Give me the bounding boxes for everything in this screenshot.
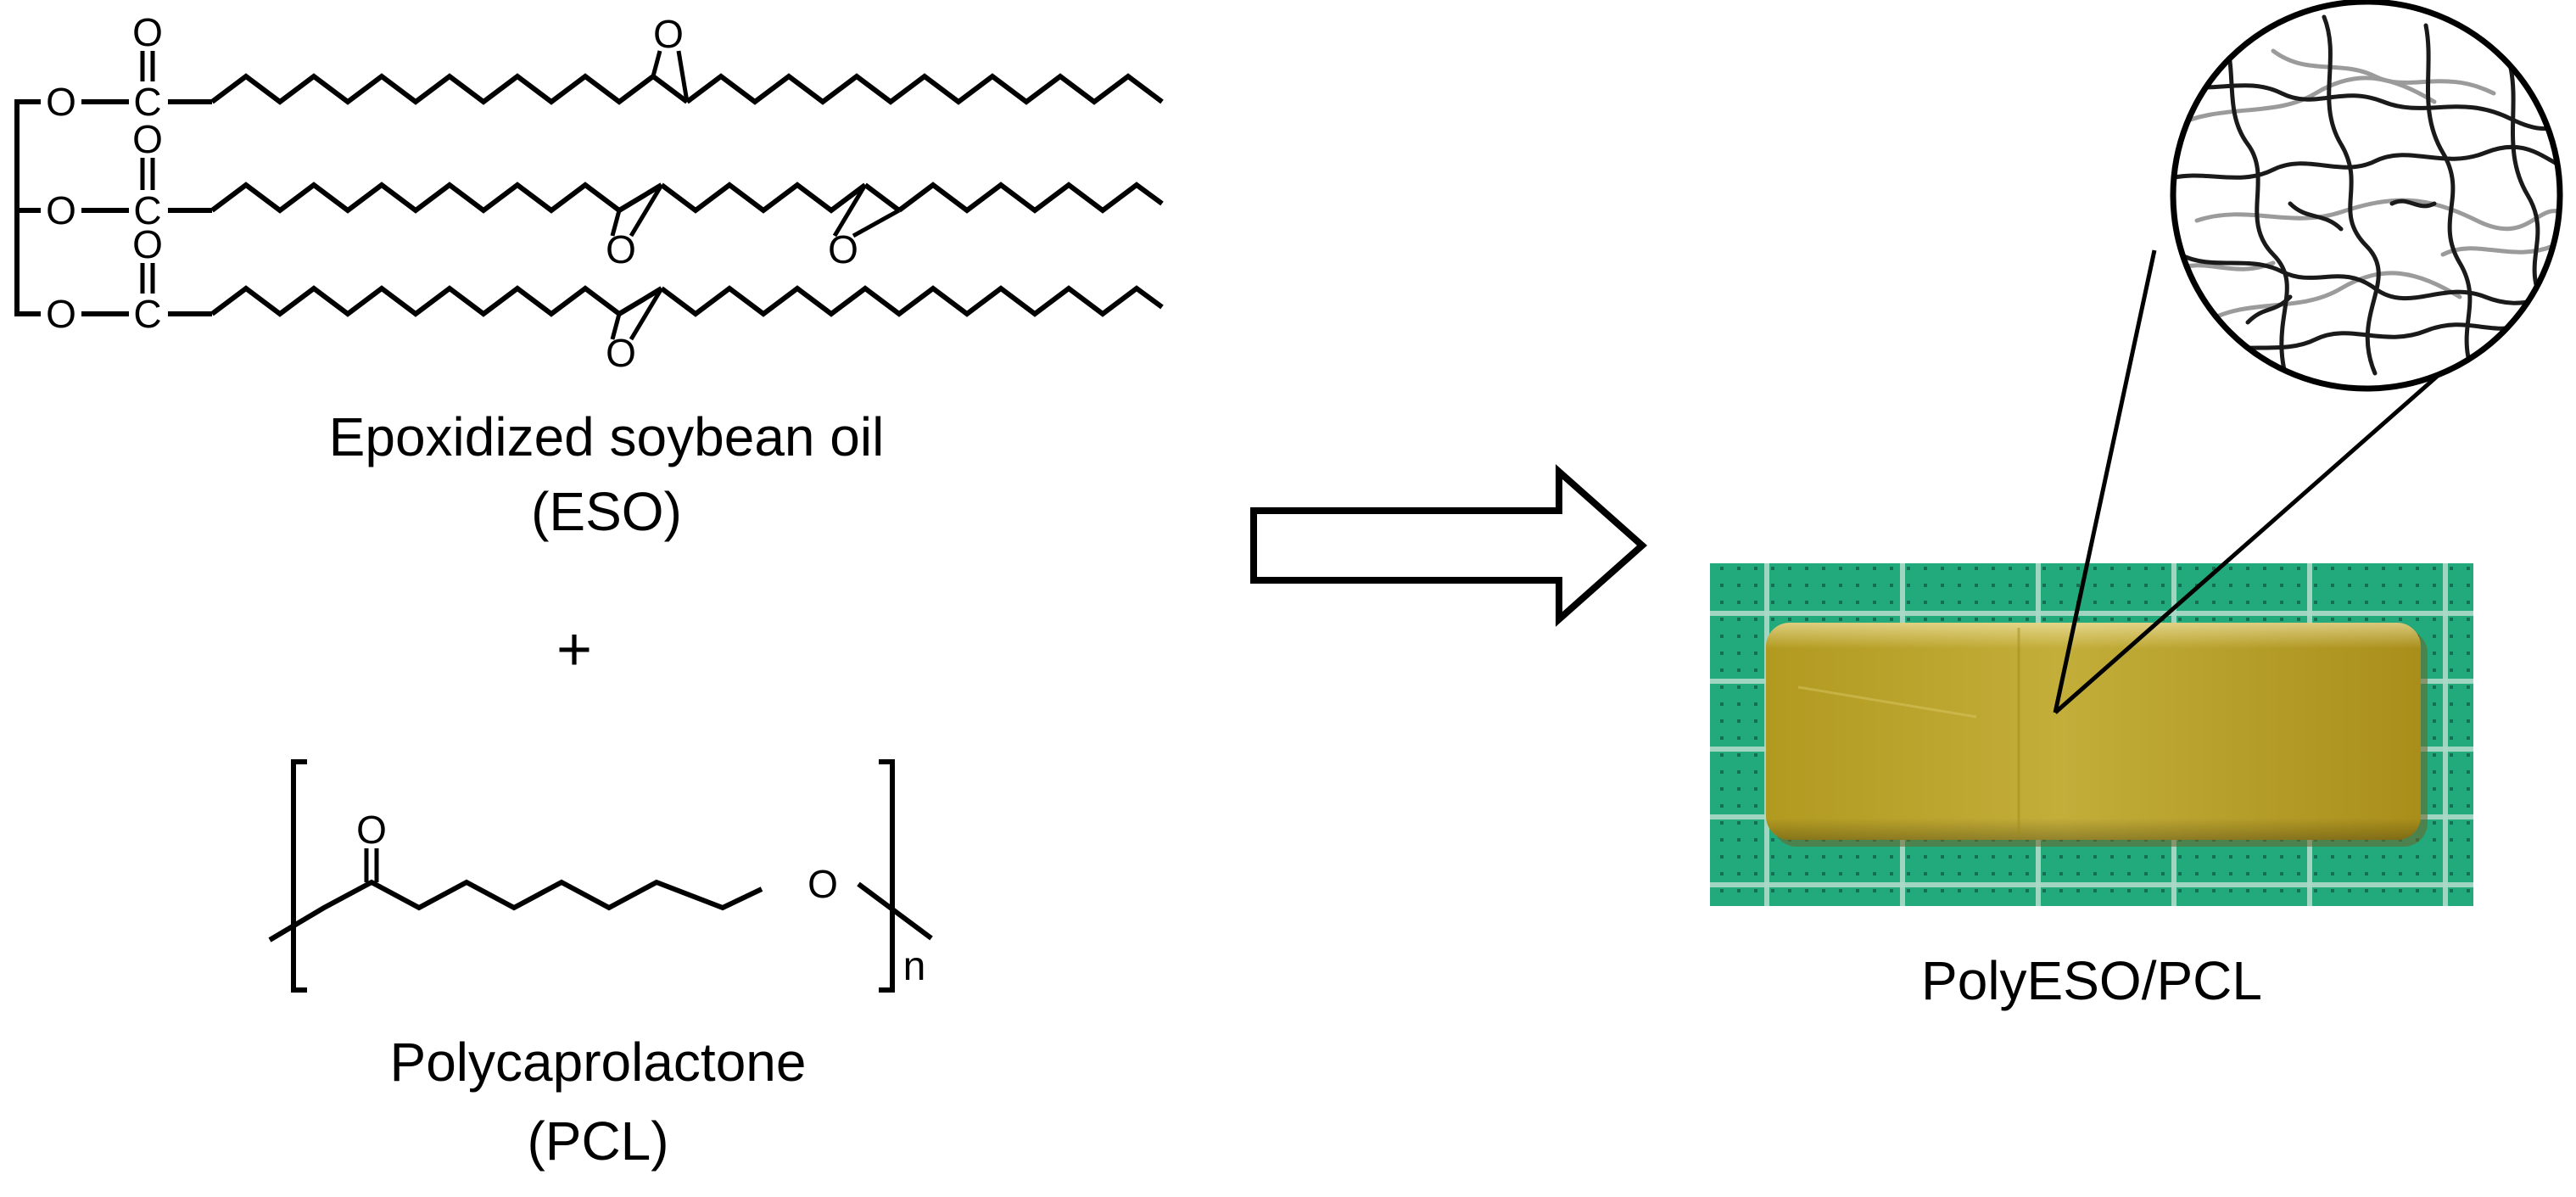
fatty-acid-chain-2: O O (210, 182, 1164, 271)
oxygen-atom: O (46, 292, 76, 336)
epoxide-oxygen: O (606, 331, 636, 375)
ester-group-1: O C O (46, 10, 212, 124)
carbonyl-oxygen: O (356, 808, 387, 852)
carbon-atom: C (133, 80, 161, 124)
plus-sign: + (556, 616, 592, 684)
repeat-unit-subscript: n (903, 944, 926, 989)
epoxide-oxygen: O (653, 12, 684, 56)
ester-group-3: O C O (46, 222, 212, 336)
ether-oxygen: O (807, 862, 838, 906)
eso-name-label: Epoxidized soybean oil (329, 406, 885, 467)
pcl-abbr-label: (PCL) (527, 1110, 668, 1172)
eso-structure: O C O O C O O C O (14, 10, 1164, 375)
ester-group-2: O C O (46, 117, 212, 232)
sample-gloss (1766, 623, 2421, 840)
epoxide-oxygen: O (828, 227, 858, 271)
carbon-atom: C (133, 188, 161, 232)
oxygen-atom: O (46, 188, 76, 232)
network-zoom (2170, 0, 2563, 392)
left-bracket (291, 759, 307, 993)
oxygen-atom: O (46, 80, 76, 124)
carbonyl-oxygen: O (132, 222, 163, 266)
carbon-atom: C (133, 292, 161, 336)
sample-photo (1710, 563, 2473, 906)
reaction-arrow (1250, 464, 1648, 627)
epoxide-oxygen: O (606, 227, 636, 271)
product-label: PolyESO/PCL (1921, 950, 2262, 1011)
carbonyl-oxygen: O (132, 117, 163, 161)
carbonyl-oxygen: O (132, 10, 163, 54)
zoom-line (2054, 355, 2461, 714)
eso-crosslinked-network (2173, 14, 2560, 389)
pcl-name-label: Polycaprolactone (390, 1032, 807, 1093)
fatty-acid-chain-3: O (210, 285, 1164, 375)
right-bracket (879, 759, 895, 993)
eso-abbr-label: (ESO) (531, 481, 682, 542)
zoom-line (2053, 249, 2157, 713)
pcl-structure: O O n (268, 759, 933, 993)
zoom-circle-outline (2170, 0, 2563, 392)
fatty-acid-chain-1: O (210, 12, 1164, 105)
